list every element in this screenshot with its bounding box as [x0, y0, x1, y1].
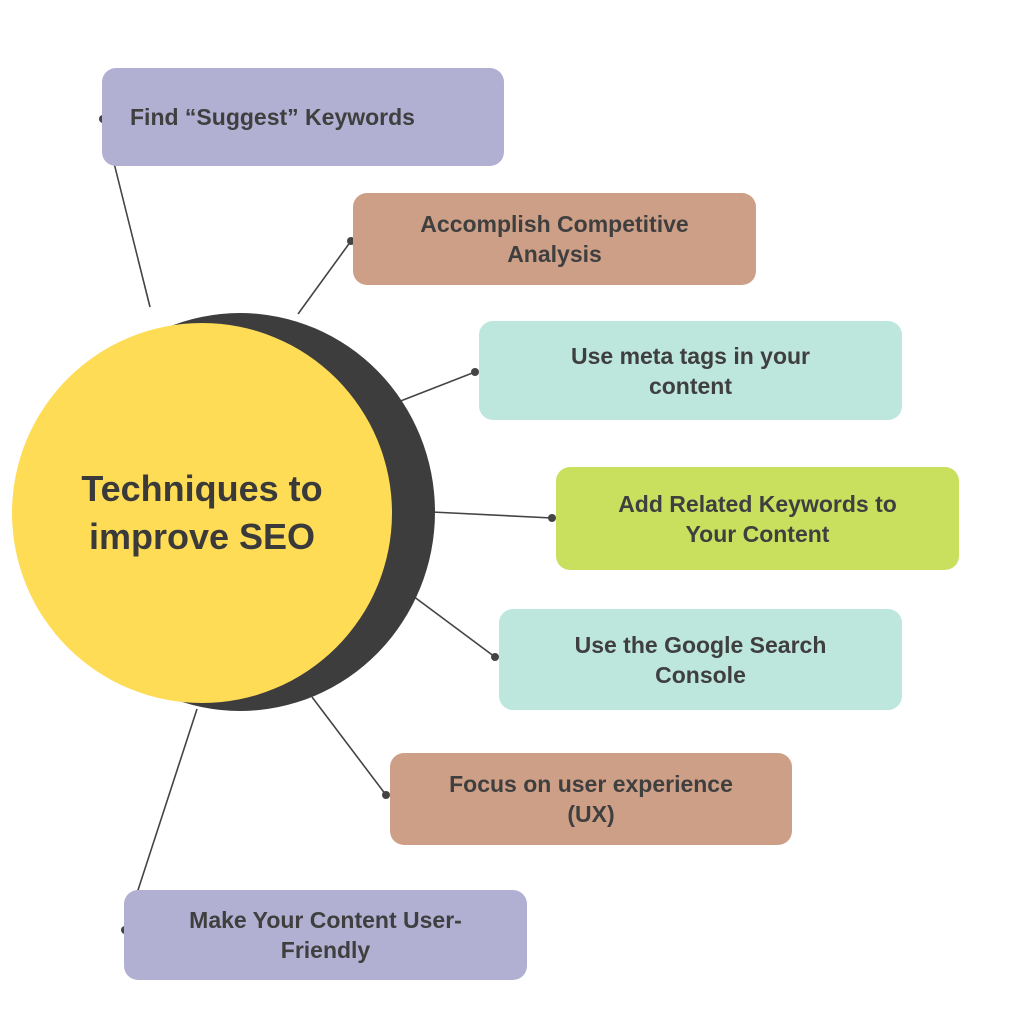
connector-6 — [311, 696, 387, 796]
connector-4 — [431, 511, 553, 519]
connector-dot-5 — [491, 653, 499, 661]
node-label: Focus on user experience (UX) — [449, 771, 733, 827]
connector-dot-3 — [471, 368, 479, 376]
node-label: Find “Suggest” Keywords — [130, 104, 415, 130]
node-related-keywords: Add Related Keywords to Your Content — [556, 467, 959, 570]
node-label: Use the Google Search Console — [574, 631, 827, 688]
node-user-experience: Focus on user experience (UX) — [390, 753, 792, 845]
connector-3 — [397, 371, 476, 403]
node-label: Accomplish Competitive Analysis — [420, 211, 689, 267]
node-label: Make Your Content User-Friendly — [189, 907, 462, 963]
connector-dot-6 — [382, 791, 390, 799]
node-user-friendly: Make Your Content User-Friendly — [124, 890, 527, 980]
center-circle: Techniques to improve SEO — [12, 323, 392, 703]
node-suggest-keywords: Find “Suggest” Keywords — [102, 68, 504, 166]
node-label: Use meta tags in your content — [570, 342, 811, 399]
node-competitive-analysis: Accomplish Competitive Analysis — [353, 193, 756, 285]
connector-2 — [297, 240, 352, 315]
node-label: Add Related Keywords to Your Content — [618, 490, 897, 547]
connector-5 — [412, 595, 496, 658]
node-meta-tags: Use meta tags in your content — [479, 321, 902, 420]
center-title: Techniques to improve SEO — [81, 468, 323, 557]
connector-dot-4 — [548, 514, 556, 522]
node-google-search-console: Use the Google Search Console — [499, 609, 902, 710]
